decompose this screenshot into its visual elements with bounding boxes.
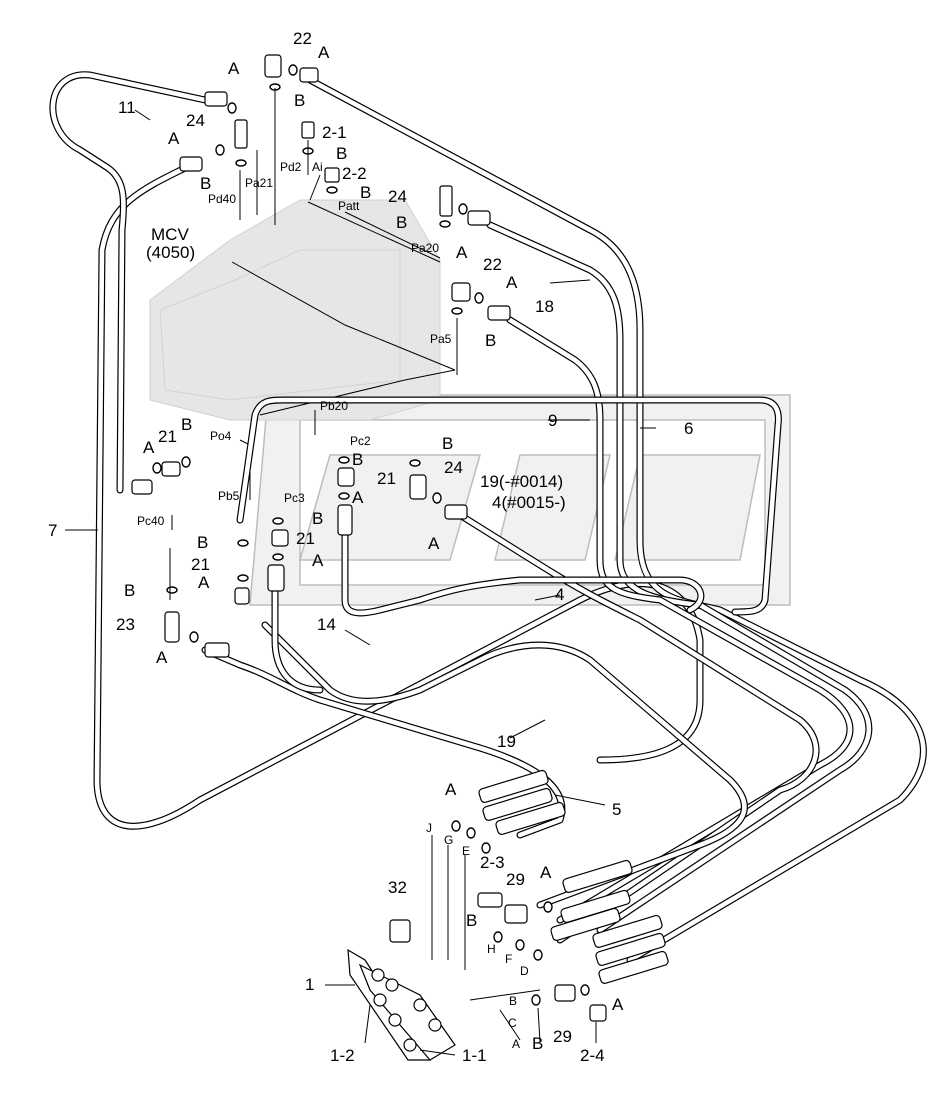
label-H: H <box>487 942 496 956</box>
label-A10: A <box>198 573 210 592</box>
label-Pc3: Pc3 <box>284 491 305 505</box>
label-4050: (4050) <box>146 243 195 262</box>
label-23: 23 <box>116 615 135 634</box>
label-1: 1 <box>305 975 314 994</box>
label-B13: B <box>466 911 477 930</box>
hose-end-crimps <box>478 769 669 984</box>
label-G: G <box>444 833 453 847</box>
label-29a: 29 <box>506 870 525 889</box>
label-24a: 24 <box>186 111 205 130</box>
label-B11: B <box>197 533 208 552</box>
label-J: J <box>426 821 432 835</box>
label-A1: A <box>318 43 330 62</box>
label-Pa20: Pa20 <box>411 241 439 255</box>
label-2-1: 2-1 <box>322 123 347 142</box>
label-A11: A <box>156 648 168 667</box>
label-4: 4 <box>555 585 564 604</box>
label-A12: A <box>445 780 457 799</box>
label-A9: A <box>428 534 440 553</box>
label-21e: 21 <box>191 555 210 574</box>
label-Patt: Patt <box>338 199 360 213</box>
label-A5: A <box>506 273 518 292</box>
label-A8: A <box>312 551 324 570</box>
label-Pc40: Pc40 <box>137 514 165 528</box>
label-Pb20: Pb20 <box>320 399 348 413</box>
label-B1: B <box>294 91 305 110</box>
label-19n: 19(-#0014) <box>480 472 563 491</box>
label-1-2: 1-2 <box>330 1046 355 1065</box>
label-22c: 22 <box>483 255 502 274</box>
label-B15: B <box>532 1034 543 1053</box>
label-24b: 24 <box>388 187 407 206</box>
label-B3: B <box>360 183 371 202</box>
label-A7: A <box>352 488 364 507</box>
label-B5: B <box>396 213 407 232</box>
label-2-2: 2-2 <box>342 164 367 183</box>
label-Pa21: Pa21 <box>245 176 273 190</box>
label-6: 6 <box>684 419 693 438</box>
label-2-3: 2-3 <box>480 853 505 872</box>
leader-lines <box>65 88 656 1056</box>
label-32: 32 <box>388 878 407 897</box>
label-D: D <box>520 964 529 978</box>
label-21d: 21 <box>296 529 315 548</box>
manifold-block <box>347 948 456 1061</box>
label-9: 9 <box>548 411 557 430</box>
label-B6: B <box>485 331 496 350</box>
label-1-1: 1-1 <box>462 1046 487 1065</box>
label-B2: B <box>336 144 347 163</box>
label-B7: B <box>181 415 192 434</box>
label-A3: A <box>168 129 180 148</box>
label-A13: A <box>540 863 552 882</box>
label-A15: A <box>512 1037 520 1051</box>
label-2-4: 2-4 <box>580 1046 605 1065</box>
label-E: E <box>462 844 470 858</box>
label-24c: 24 <box>444 458 463 477</box>
label-5: 5 <box>612 800 621 819</box>
label-Po4: Po4 <box>210 429 232 443</box>
label-Pd40: Pd40 <box>208 192 236 206</box>
label-Ai: Ai <box>312 160 323 174</box>
label-7: 7 <box>48 521 57 540</box>
label-18: 18 <box>535 297 554 316</box>
label-A2: A <box>228 59 240 78</box>
label-Pd2: Pd2 <box>280 160 302 174</box>
label-B10: B <box>312 509 323 528</box>
label-22a: 22 <box>293 29 312 48</box>
label-B14: B <box>509 994 517 1008</box>
fittings <box>131 54 607 1022</box>
label-21c: 21 <box>377 469 396 488</box>
labels: 22 A A 11 24 A 2-1 B B Pa21 Pd2 Ai 2-2 B… <box>48 29 693 1065</box>
label-B4: B <box>200 174 211 193</box>
label-B8: B <box>442 434 453 453</box>
hose-bundle <box>49 71 927 964</box>
label-Pa5: Pa5 <box>430 332 452 346</box>
label-21b: 21 <box>158 427 177 446</box>
label-29b: 29 <box>553 1027 572 1046</box>
label-4n: 4(#0015-) <box>492 493 566 512</box>
label-11: 11 <box>118 98 136 117</box>
label-Pb5: Pb5 <box>218 489 240 503</box>
label-A4: A <box>456 243 468 262</box>
label-A14: A <box>612 995 624 1014</box>
label-C: C <box>508 1016 517 1030</box>
label-Pc2: Pc2 <box>350 434 371 448</box>
label-A6: A <box>143 438 155 457</box>
label-F: F <box>505 952 512 966</box>
label-MCV: MCV <box>151 225 189 244</box>
label-B9: B <box>352 450 363 469</box>
label-B12: B <box>124 581 135 600</box>
label-19: 19 <box>497 732 516 751</box>
mcv-valve-block <box>149 199 441 421</box>
label-14: 14 <box>317 615 336 634</box>
